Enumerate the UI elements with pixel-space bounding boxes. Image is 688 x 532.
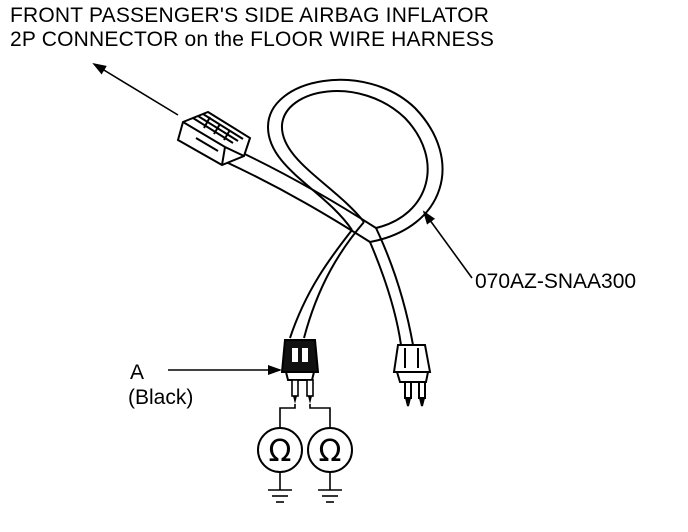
title-line-1: FRONT PASSENGER'S SIDE AIRBAG INFLATOR xyxy=(10,4,490,27)
ohm-icon: Ω xyxy=(269,434,292,469)
connector-b xyxy=(392,344,432,407)
tool-part-number-leader xyxy=(422,210,473,279)
ohm-icon: Ω xyxy=(319,434,342,469)
connector-a-label: A xyxy=(130,361,145,384)
cable-loop xyxy=(266,78,444,243)
ground-icon xyxy=(268,489,292,503)
cable-branch-a xyxy=(289,221,365,339)
ohmmeter-probe-wires xyxy=(279,404,331,428)
ohmmeter-right: Ω xyxy=(307,427,353,503)
connector-direction-arrow xyxy=(92,62,179,116)
floor-harness-2p-connector xyxy=(176,110,252,167)
diagram-title: FRONT PASSENGER'S SIDE AIRBAG INFLATOR 2… xyxy=(10,4,494,52)
ohmmeter-left: Ω xyxy=(257,427,303,503)
cable-branch-b xyxy=(369,227,414,346)
connector-a-color-label: (Black) xyxy=(128,386,194,409)
tool-part-number-label: 070AZ-SNAA300 xyxy=(475,270,637,293)
connector-a-black xyxy=(280,339,320,404)
title-line-2: 2P CONNECTOR on the FLOOR WIRE HARNESS xyxy=(10,28,495,51)
ground-icon xyxy=(318,489,342,503)
